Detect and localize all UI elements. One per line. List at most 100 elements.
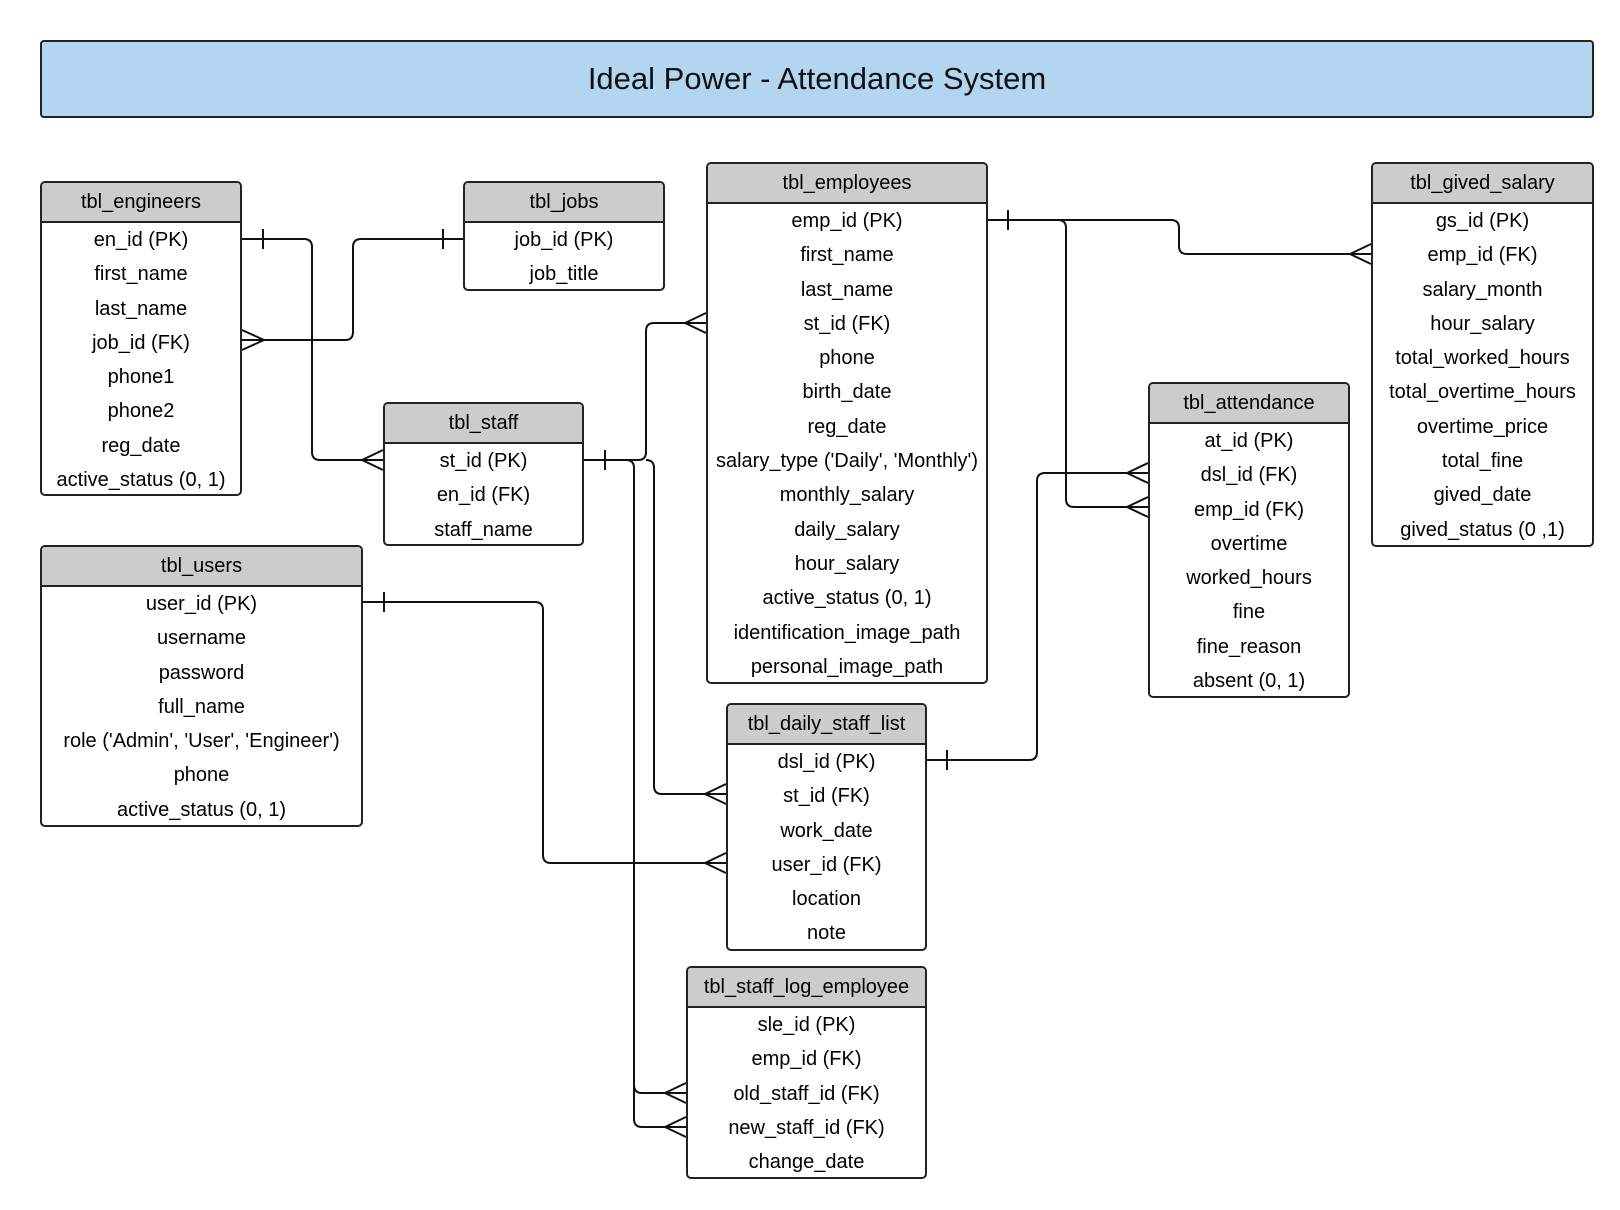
field-fine-reason: fine_reason: [1196, 635, 1302, 658]
field-old-staff-id: old_staff_id (FK): [733, 1082, 880, 1105]
many-marker: [664, 1082, 687, 1104]
field-identification-image-path: identification_image_path: [733, 621, 961, 644]
field-gs-id: gs_id (PK): [1435, 210, 1530, 232]
field-active-status: active_status (0, 1): [56, 469, 226, 492]
field-phone: phone: [819, 347, 875, 370]
field-hour-salary: hour_salary: [794, 552, 900, 575]
field-location: location: [792, 888, 861, 911]
entity-staff[interactable]: tbl_staff st_id (PK) en_id (FK) staff_na…: [383, 402, 584, 546]
many-marker: [704, 852, 727, 874]
field-dsl-id: dsl_id (PK): [777, 751, 876, 773]
entity-header: tbl_daily_staff_list: [728, 705, 925, 745]
field-password: password: [158, 661, 245, 684]
rel-staff-dsl: [645, 459, 726, 795]
many-marker: [684, 312, 707, 334]
field-st-id: st_id (FK): [783, 785, 870, 808]
field-hour-salary: hour_salary: [1430, 312, 1535, 335]
many-marker: [664, 1116, 687, 1138]
many-marker: [361, 449, 384, 471]
entity-header: tbl_staff_log_employee: [688, 968, 925, 1008]
field-reg-date: reg_date: [101, 434, 181, 457]
field-total-worked-hours: total_worked_hours: [1395, 347, 1570, 370]
field-st-id: st_id (FK): [803, 312, 891, 335]
field-worked-hours: worked_hours: [1186, 567, 1312, 590]
field-phone1: phone1: [107, 366, 175, 389]
field-total-overtime-hours: total_overtime_hours: [1389, 381, 1576, 404]
many-marker: [1349, 243, 1372, 265]
field-username: username: [157, 627, 246, 650]
field-st-id: st_id (PK): [439, 450, 528, 472]
diagram-title: Ideal Power - Attendance System: [40, 40, 1594, 118]
field-emp-id: emp_id (PK): [791, 210, 903, 232]
many-marker: [1126, 462, 1149, 484]
field-salary-type: salary_type ('Daily', 'Monthly'): [715, 450, 979, 473]
field-daily-salary: daily_salary: [794, 518, 900, 541]
rel-employees-attendance: [1057, 219, 1148, 508]
field-absent: absent (0, 1): [1192, 670, 1306, 693]
field-note: note: [807, 922, 846, 945]
entity-header: tbl_employees: [708, 164, 986, 204]
rel-dsl-attendance: [926, 472, 1148, 761]
field-fine: fine: [1232, 601, 1266, 624]
field-change-date: change_date: [748, 1151, 865, 1174]
field-en-id: en_id (FK): [436, 484, 531, 507]
field-personal-image-path: personal_image_path: [750, 655, 944, 678]
field-work-date: work_date: [780, 819, 873, 842]
rel-staff-log: [625, 459, 686, 1128]
entity-engineers[interactable]: tbl_engineers en_id (PK) first_name last…: [40, 181, 242, 496]
field-overtime-price: overtime_price: [1416, 415, 1549, 438]
rel-jobs-engineers: [242, 238, 463, 341]
rel-engineers-staff: [242, 238, 383, 461]
field-job-id: job_id (FK): [92, 331, 190, 354]
field-role: role ('Admin', 'User', 'Engineer'): [63, 730, 340, 753]
entity-header: tbl_engineers: [42, 183, 240, 223]
entity-users[interactable]: tbl_users user_id (PK) username password…: [40, 545, 363, 827]
field-overtime: overtime: [1210, 532, 1288, 555]
entity-daily-staff-list[interactable]: tbl_daily_staff_list dsl_id (PK) st_id (…: [726, 703, 927, 951]
field-active-status: active_status (0, 1): [117, 798, 286, 821]
field-total-fine: total_fine: [1441, 450, 1524, 473]
field-first-name: first_name: [800, 244, 894, 267]
entity-employees[interactable]: tbl_employees emp_id (PK) first_name las…: [706, 162, 988, 684]
entity-attendance[interactable]: tbl_attendance at_id (PK) dsl_id (FK) em…: [1148, 382, 1350, 698]
field-job-title: job_title: [529, 263, 599, 286]
entity-header: tbl_gived_salary: [1373, 164, 1592, 204]
field-gived-date: gived_date: [1433, 484, 1532, 507]
field-last-name: last_name: [94, 297, 188, 320]
entity-jobs[interactable]: tbl_jobs job_id (PK) job_title: [463, 181, 665, 291]
field-job-id: job_id (PK): [514, 229, 614, 251]
field-emp-id: emp_id (FK): [1193, 498, 1305, 521]
entity-header: tbl_staff: [385, 404, 582, 444]
field-phone2: phone2: [107, 400, 175, 423]
entity-staff-log-employee[interactable]: tbl_staff_log_employee sle_id (PK) emp_i…: [686, 966, 927, 1179]
field-active-status: active_status (0, 1): [762, 587, 932, 610]
field-staff-name: staff_name: [434, 518, 533, 541]
rel-users-dsl: [363, 601, 726, 864]
entity-gived-salary[interactable]: tbl_gived_salary gs_id (PK) emp_id (FK) …: [1371, 162, 1594, 547]
rel-staff-employees: [584, 322, 706, 461]
field-gived-status: gived_status (0 ,1): [1400, 518, 1565, 541]
field-en-id: en_id (PK): [93, 229, 189, 251]
rel-employees-gived-salary: [986, 219, 1371, 255]
field-monthly-salary: monthly_salary: [779, 484, 915, 507]
field-at-id: at_id (PK): [1204, 430, 1294, 452]
field-reg-date: reg_date: [807, 415, 887, 438]
field-emp-id: emp_id (FK): [751, 1048, 862, 1071]
many-marker: [1126, 496, 1149, 518]
many-marker: [704, 783, 727, 805]
field-new-staff-id: new_staff_id (FK): [728, 1116, 885, 1139]
field-last-name: last_name: [800, 278, 894, 301]
field-salary-month: salary_month: [1422, 278, 1543, 301]
field-phone: phone: [173, 764, 230, 787]
many-marker: [241, 329, 265, 351]
field-birth-date: birth_date: [802, 381, 892, 404]
field-first-name: first_name: [94, 263, 188, 286]
field-user-id: user_id (PK): [145, 593, 258, 615]
field-full-name: full_name: [158, 695, 245, 718]
field-sle-id: sle_id (PK): [757, 1014, 856, 1036]
entity-header: tbl_jobs: [465, 183, 663, 223]
entity-header: tbl_attendance: [1150, 384, 1348, 424]
entity-header: tbl_users: [42, 547, 361, 587]
field-dsl-id: dsl_id (FK): [1200, 464, 1298, 487]
